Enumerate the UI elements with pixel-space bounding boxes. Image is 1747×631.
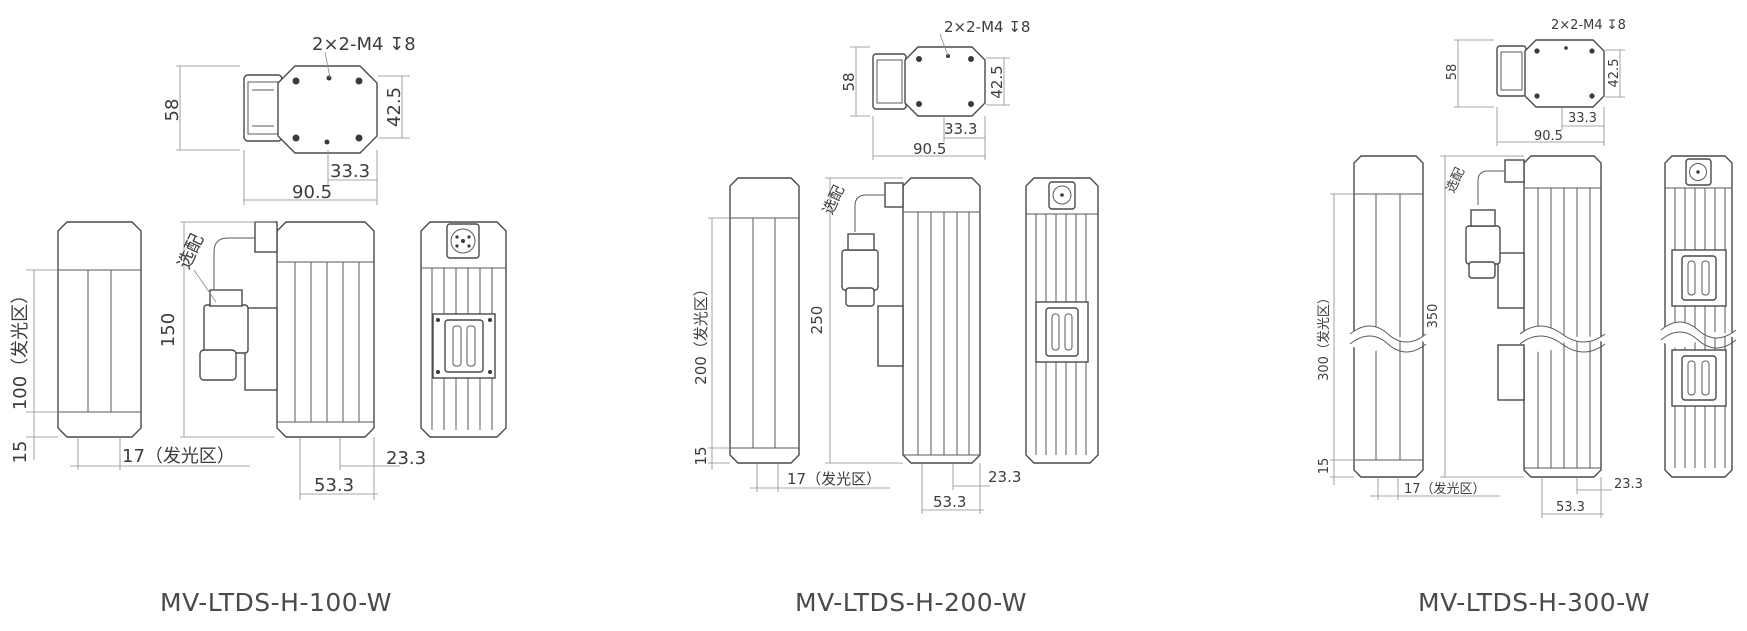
model-name: MV-LTDS-H-300-W [1418, 588, 1650, 617]
label-offset: 33.3 [1568, 111, 1597, 126]
label-emit-length: 300（发光区） [1316, 291, 1332, 381]
label-hole-spec: 2×2-M4 ↧8 [1551, 18, 1626, 33]
label-emit-width: 17（发光区） [122, 446, 235, 467]
label-height-top: 58 [162, 99, 183, 122]
panel-100: 2×2-M4 ↧8 58 42.5 33.3 90.5 150 100（发光区）… [10, 34, 507, 617]
main-body [1440, 155, 1612, 518]
label-height-top: 58 [840, 72, 858, 91]
side-view-right [1025, 177, 1099, 464]
label-emit-width: 17（发光区） [1404, 481, 1486, 497]
label-bottom-margin: 15 [10, 441, 31, 464]
label-side-width: 53.3 [314, 475, 354, 496]
front-view-left [26, 221, 250, 470]
label-side-offset: 23.3 [1614, 477, 1643, 492]
label-height-plate: 42.5 [1607, 59, 1622, 88]
main-body [180, 221, 400, 500]
top-view [176, 51, 410, 205]
label-length-total: 250 [808, 306, 826, 335]
label-bottom-margin: 15 [1317, 458, 1332, 475]
label-width-top: 90.5 [913, 140, 946, 158]
top-view [1454, 39, 1625, 146]
main-body [825, 177, 990, 514]
panel-300: 2×2-M4 ↧8 58 42.5 33.3 90.5 350 300（发光区）… [1316, 18, 1737, 617]
label-side-offset: 23.3 [386, 448, 426, 469]
model-name: MV-LTDS-H-100-W [160, 588, 392, 617]
label-side-width: 53.3 [933, 493, 966, 511]
side-view-right [1660, 155, 1737, 478]
label-side-offset: 23.3 [988, 468, 1021, 486]
label-height-plate: 42.5 [988, 65, 1006, 98]
label-width-top: 90.5 [292, 182, 332, 203]
label-hole-spec: 2×2-M4 ↧8 [944, 18, 1030, 36]
label-side-width: 53.3 [1556, 500, 1585, 515]
front-view-left [708, 177, 890, 492]
panel-200: 2×2-M4 ↧8 58 42.5 33.3 90.5 250 200（发光区）… [692, 18, 1099, 617]
model-name: MV-LTDS-H-200-W [795, 588, 1027, 617]
label-bottom-margin: 15 [692, 446, 710, 465]
label-emit-length: 200（发光区） [692, 281, 710, 385]
top-view [850, 33, 1010, 160]
label-optional: 选配 [819, 182, 848, 217]
label-emit-length: 100（发光区） [10, 286, 31, 410]
label-length-total: 350 [1426, 304, 1441, 329]
label-offset: 33.3 [944, 120, 977, 138]
label-optional: 选配 [174, 231, 208, 273]
side-view-right [420, 221, 507, 438]
label-length-total: 150 [158, 313, 179, 347]
label-width-top: 90.5 [1534, 129, 1563, 144]
front-view-left [1330, 155, 1500, 500]
label-offset: 33.3 [330, 161, 370, 182]
label-emit-width: 17（发光区） [787, 470, 881, 488]
label-height-plate: 42.5 [384, 87, 405, 127]
label-hole-spec: 2×2-M4 ↧8 [312, 34, 416, 55]
label-optional: 选配 [1444, 166, 1469, 196]
label-height-top: 58 [1445, 64, 1460, 81]
